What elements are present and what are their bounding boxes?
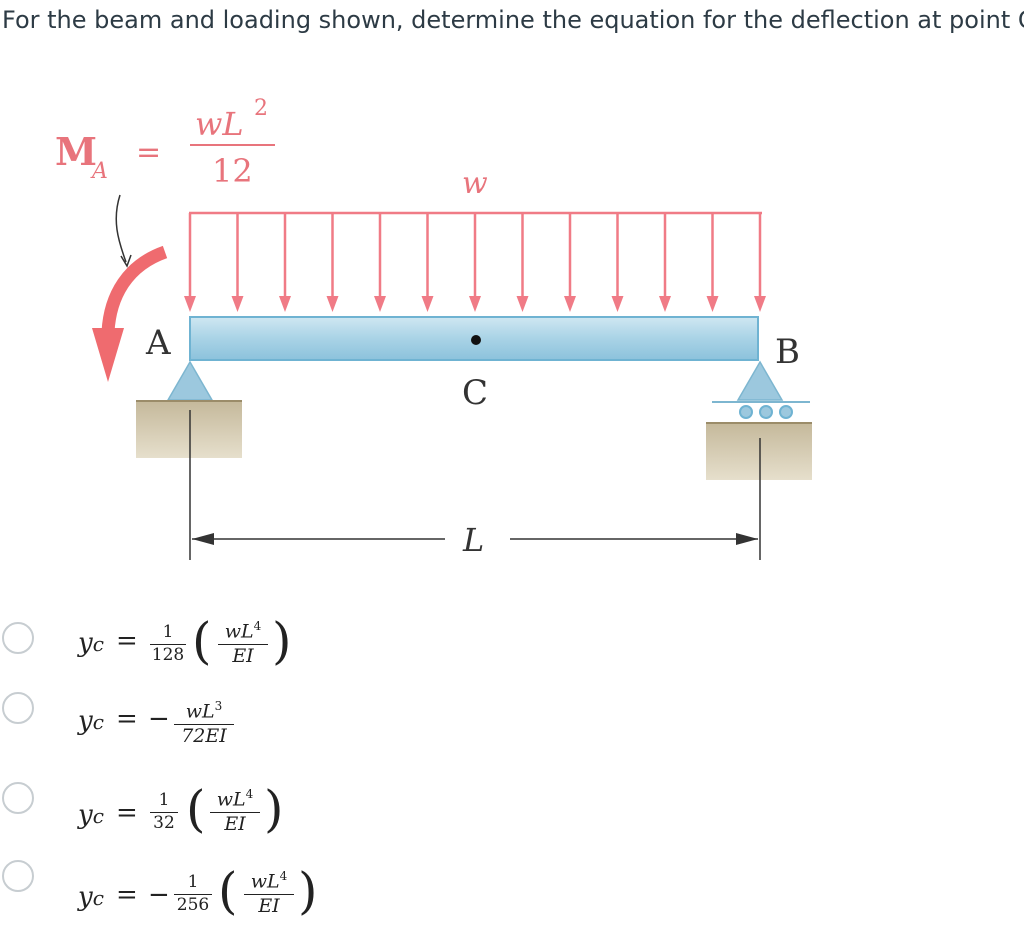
option-4-equals: = xyxy=(116,880,138,910)
load-arrow-head xyxy=(564,296,576,312)
option-1-equals: = xyxy=(116,626,138,656)
support-b-roller xyxy=(736,360,784,401)
moment-arrow-body xyxy=(101,245,168,333)
load-arrow-head xyxy=(326,296,339,312)
load-arrow-head xyxy=(611,296,624,312)
load-arrow-head xyxy=(706,296,719,312)
load-arrow-head xyxy=(421,296,434,312)
dimension-arrow-right xyxy=(736,533,758,545)
option-4-paren-right: ) xyxy=(298,862,318,920)
moment-pointer-line xyxy=(115,194,127,263)
option-4-paren-left: ( xyxy=(218,862,238,920)
option-4-lhs: yc xyxy=(78,882,104,912)
load-arrow-head xyxy=(469,296,481,312)
load-arrow-head xyxy=(754,296,766,312)
option-1-paren-right: ) xyxy=(272,612,292,670)
option-4-radio[interactable] xyxy=(2,860,34,892)
dimension-arrow-left xyxy=(192,533,214,545)
moment-numerator-exponent: 2 xyxy=(254,96,268,121)
moment-label-m: M xyxy=(55,129,97,174)
point-b-label: B xyxy=(775,332,800,372)
moment-arrow-head xyxy=(92,328,124,382)
point-c-marker xyxy=(471,335,481,345)
option-4-sign: − xyxy=(148,880,170,910)
option-1-radio[interactable] xyxy=(2,622,34,654)
option-3-radio[interactable] xyxy=(2,782,34,814)
beam-diagram: M A = wL 2 12 w C A B xyxy=(55,96,812,560)
beam-figure: M A = wL 2 12 w C A B xyxy=(0,70,1024,580)
option-3-paren-right: ) xyxy=(264,780,284,838)
option-2-equals: = xyxy=(116,704,138,734)
moment-pointer-arrowhead xyxy=(120,254,132,268)
moment-equals: = xyxy=(136,135,161,170)
moment-label-sub: A xyxy=(90,159,108,184)
load-arrow-head xyxy=(231,296,244,312)
option-2-lhs: yc xyxy=(78,706,104,736)
ground-b xyxy=(706,422,812,480)
option-1-paren-left: ( xyxy=(192,612,212,670)
span-label: L xyxy=(462,521,484,559)
roller-1 xyxy=(739,405,753,419)
roller-2 xyxy=(759,405,773,419)
option-3-paren-left: ( xyxy=(186,780,206,838)
point-a-label: A xyxy=(145,323,171,363)
load-arrow-head xyxy=(516,296,529,312)
load-label: w xyxy=(462,166,488,201)
load-arrow-head xyxy=(374,296,386,312)
option-2-sign: − xyxy=(148,704,170,734)
roller-3 xyxy=(779,405,793,419)
moment-denominator: 12 xyxy=(212,152,253,190)
question-text: For the beam and loading shown, determin… xyxy=(2,6,1024,34)
ground-a xyxy=(136,400,242,458)
load-arrow-head xyxy=(279,296,291,312)
moment-numerator: wL xyxy=(195,105,244,143)
load-arrows xyxy=(184,213,766,312)
load-arrow-head xyxy=(659,296,671,312)
option-3-equals: = xyxy=(116,798,138,828)
load-arrow-head xyxy=(184,296,196,312)
option-2-radio[interactable] xyxy=(2,692,34,724)
support-a-pin xyxy=(166,360,214,401)
option-3-lhs: yc xyxy=(78,800,104,830)
option-1-lhs: yc xyxy=(78,628,104,658)
point-c-label: C xyxy=(462,373,488,413)
